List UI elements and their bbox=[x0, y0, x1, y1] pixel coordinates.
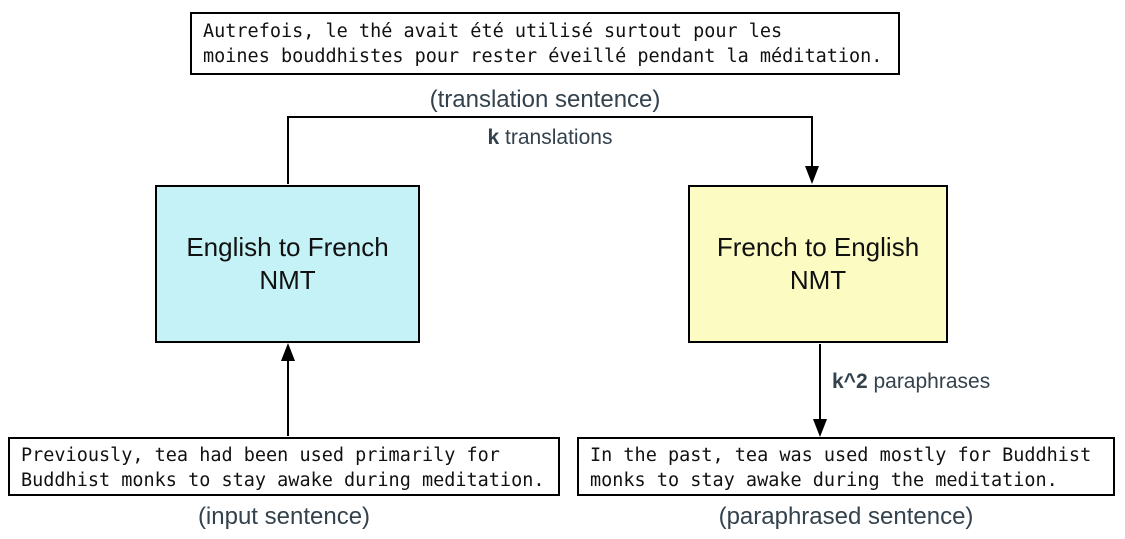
k2-paraphrases-rest-part: paraphrases bbox=[867, 370, 991, 393]
edge-label-k2-paraphrases: k^2 paraphrases bbox=[832, 369, 990, 395]
paraphrased-sentence-box: In the past, tea was used mostly for Bud… bbox=[577, 437, 1115, 496]
translation-sentence-caption: (translation sentence) bbox=[429, 86, 661, 113]
en-to-fr-nmt-node: English to French NMT bbox=[155, 185, 420, 343]
translation-sentence-box: Autrefois, le thé avait été utilisé surt… bbox=[190, 12, 900, 75]
paraphrased-sentence-caption: (paraphrased sentence) bbox=[718, 503, 974, 530]
input-sentence-caption: (input sentence) bbox=[197, 503, 371, 530]
arrowhead-into-en-fr-icon bbox=[281, 343, 295, 361]
arrowhead-into-fr-en-icon bbox=[805, 166, 819, 184]
k-translations-rest-part: translations bbox=[499, 126, 613, 149]
edge-label-k-translations: k translations bbox=[288, 125, 812, 151]
fr-to-en-nmt-node: French to English NMT bbox=[688, 185, 948, 343]
input-sentence-box: Previously, tea had been used primarily … bbox=[8, 437, 560, 496]
k2-paraphrases-bold-part: k^2 bbox=[832, 370, 868, 393]
k-translations-bold-part: k bbox=[487, 126, 500, 149]
arrowhead-into-paraphrased-icon bbox=[813, 419, 827, 437]
